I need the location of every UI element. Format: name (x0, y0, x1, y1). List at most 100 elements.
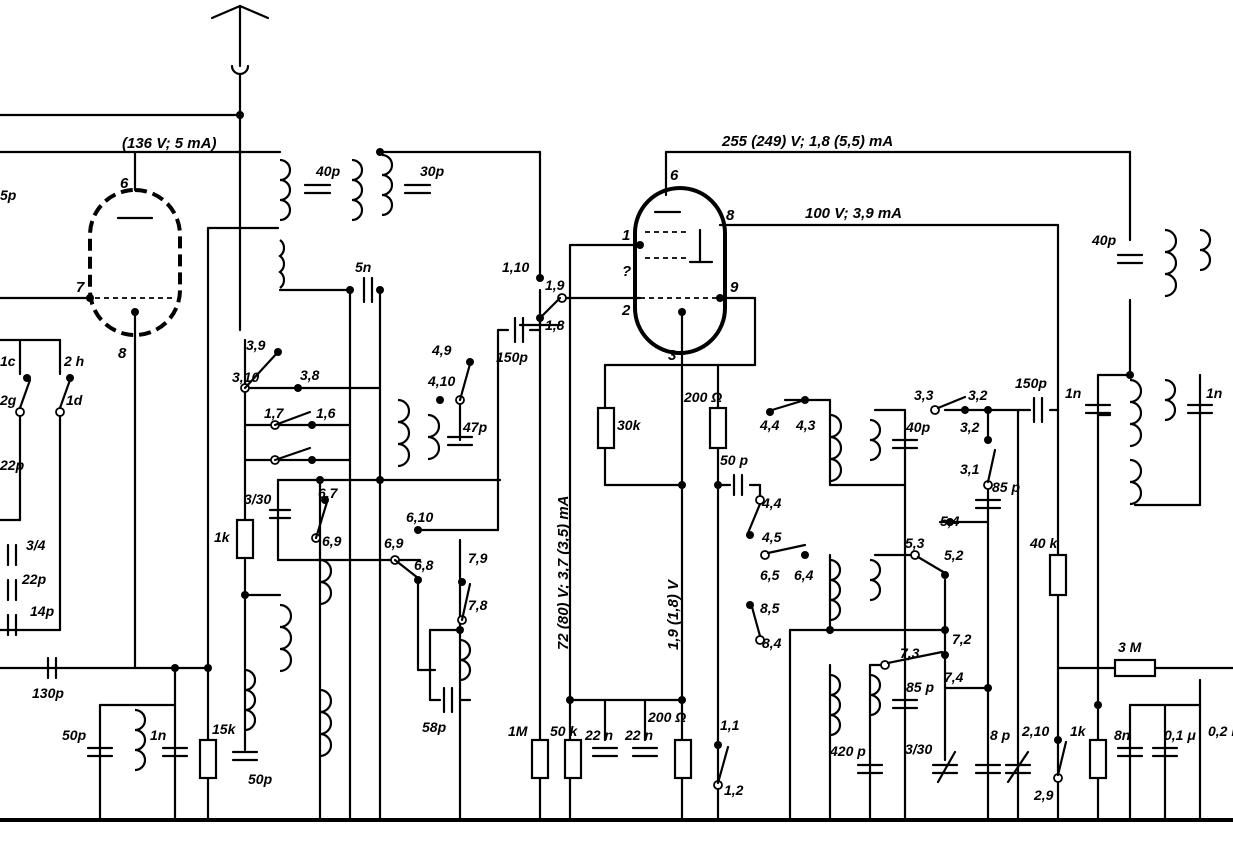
switch-label: 2,9 (1033, 787, 1054, 803)
t2-pin-g3: 2 (621, 302, 631, 319)
res-label: 30k (617, 417, 642, 433)
switch-label: 4,4 (761, 495, 782, 511)
cap-label: 47p (462, 419, 488, 435)
res-label: 200 Ω (683, 389, 722, 405)
cap-label: 50 p (720, 452, 748, 468)
switch-label: 4,3 (795, 417, 816, 433)
switch-label: 3,2 (960, 419, 980, 435)
switch-label: 1,6 (316, 405, 336, 421)
tube2-screen-annotation: 100 V; 3,9 mA (805, 205, 902, 222)
switch-label: 3/4 (26, 537, 46, 553)
cap-label: 40p (905, 419, 931, 435)
switch-label: 2 h (63, 353, 84, 369)
tube1-anode-annotation: (136 V; 5 mA) (122, 135, 216, 152)
cap-label: 30p (420, 163, 445, 179)
cap-label: 8 p (990, 727, 1011, 743)
switch-label: 1,2 (724, 782, 744, 798)
switch-label: 1,1 (720, 717, 740, 733)
res-label: 15k (212, 721, 237, 737)
res-label: 40 k (1029, 535, 1058, 551)
t1-pin-anode: 6 (120, 175, 129, 192)
switch-label: 8,5 (760, 600, 780, 616)
switch-label: 7,4 (944, 669, 964, 685)
res-label: 200 Ω (647, 709, 686, 725)
cap-label: 1n (1206, 385, 1222, 401)
switch-label: 5,3 (905, 535, 925, 551)
switch-label: 5,2 (944, 547, 964, 563)
cap-label: 0,1 μ (1164, 727, 1196, 743)
inductors (134, 153, 1212, 772)
t2-pin-cathode: 3 (668, 347, 677, 364)
cap-label: 58p (422, 719, 447, 735)
cap-label: 50p (248, 771, 273, 787)
t1-pin-grid: 7 (76, 279, 85, 296)
cap-label: 150p (496, 349, 528, 365)
res-label: 1k (1070, 723, 1087, 739)
switch-label: 2g (0, 392, 17, 408)
tube2-grid-annotation: 1,9 (1,8) V (665, 578, 682, 650)
switch-label: 4,10 (427, 373, 455, 389)
cap-label: 150p (1015, 375, 1047, 391)
switch-label: 3/30 (905, 741, 932, 757)
switch-label: 1,7 (264, 405, 285, 421)
switch-label: 6,5 (760, 567, 780, 583)
capacitors (6, 183, 1214, 784)
tube2-cathode-annotation: 72 (80) V; 3,7 (3,5) mA (555, 495, 572, 650)
switch-label: 1,9 (545, 277, 565, 293)
cap-label: 22 n (584, 727, 613, 743)
t2-pin-screen: 8 (726, 207, 735, 224)
switch-label: 6,10 (406, 509, 433, 525)
cap-label: 40p (315, 163, 341, 179)
switch-label: 6,8 (414, 557, 434, 573)
switch-label: 6,4 (794, 567, 814, 583)
cap-label: 130p (32, 685, 64, 701)
res-label: 1M (508, 723, 528, 739)
switch-label: 8,4 (762, 635, 782, 651)
t2-pin-anode: 6 (670, 167, 679, 184)
cap-label: 85 p (992, 479, 1020, 495)
t2-pin-g2: ? (622, 263, 631, 280)
switch-label: 4,9 (431, 342, 452, 358)
switch-label: 6,7 (318, 485, 339, 501)
cap-label: 85 p (906, 679, 934, 695)
switch-label: 7,2 (952, 631, 972, 647)
switch-label: 1d (66, 392, 83, 408)
cap-label: 5p (0, 187, 17, 203)
resistors (198, 406, 1157, 780)
cap-label: 14p (30, 603, 55, 619)
t1-pin-cathode: 8 (118, 345, 127, 362)
switch-label: 3,9 (246, 337, 266, 353)
switch-label: 1c (0, 353, 16, 369)
switch-label: 7,3 (900, 645, 920, 661)
vacuum-tube-1 (86, 188, 182, 337)
switch-label: 7,9 (468, 550, 488, 566)
switch-contacts (0, 111, 1134, 790)
cap-label: 50p (62, 727, 87, 743)
tube2-anode-annotation: 255 (249) V; 1,8 (5,5) mA (721, 133, 893, 150)
cap-label: 22 n (624, 727, 653, 743)
cap-label: 8n (1114, 727, 1130, 743)
switch-label: 1,8 (545, 317, 565, 333)
t2-pin-g1: 1 (622, 227, 630, 244)
vacuum-tube-2 (633, 186, 727, 355)
switch-label: 4,5 (761, 529, 782, 545)
switch-label: 3,8 (300, 367, 320, 383)
switch-label: 2,10 (1021, 723, 1049, 739)
cap-label: 22p (21, 571, 47, 587)
cap-label: 1n (150, 727, 166, 743)
cap-label: 40p (1091, 232, 1117, 248)
cap-label: 420 p (829, 743, 866, 759)
switch-label: 4,4 (759, 417, 780, 433)
res-label: 1k (214, 529, 231, 545)
switch-label: 7,8 (468, 597, 488, 613)
res-label: 50 k (550, 723, 578, 739)
cap-label: 1n (1065, 385, 1081, 401)
cap-label: 5n (355, 259, 371, 275)
switch-label: 1,10 (502, 259, 529, 275)
t2-pin-9: 9 (730, 279, 739, 296)
res-label: 0,2 M (1208, 723, 1233, 739)
switch-label: 3,10 (232, 369, 259, 385)
switch-label: 6,9 (322, 533, 342, 549)
switch-label: 3,2 (968, 387, 988, 403)
